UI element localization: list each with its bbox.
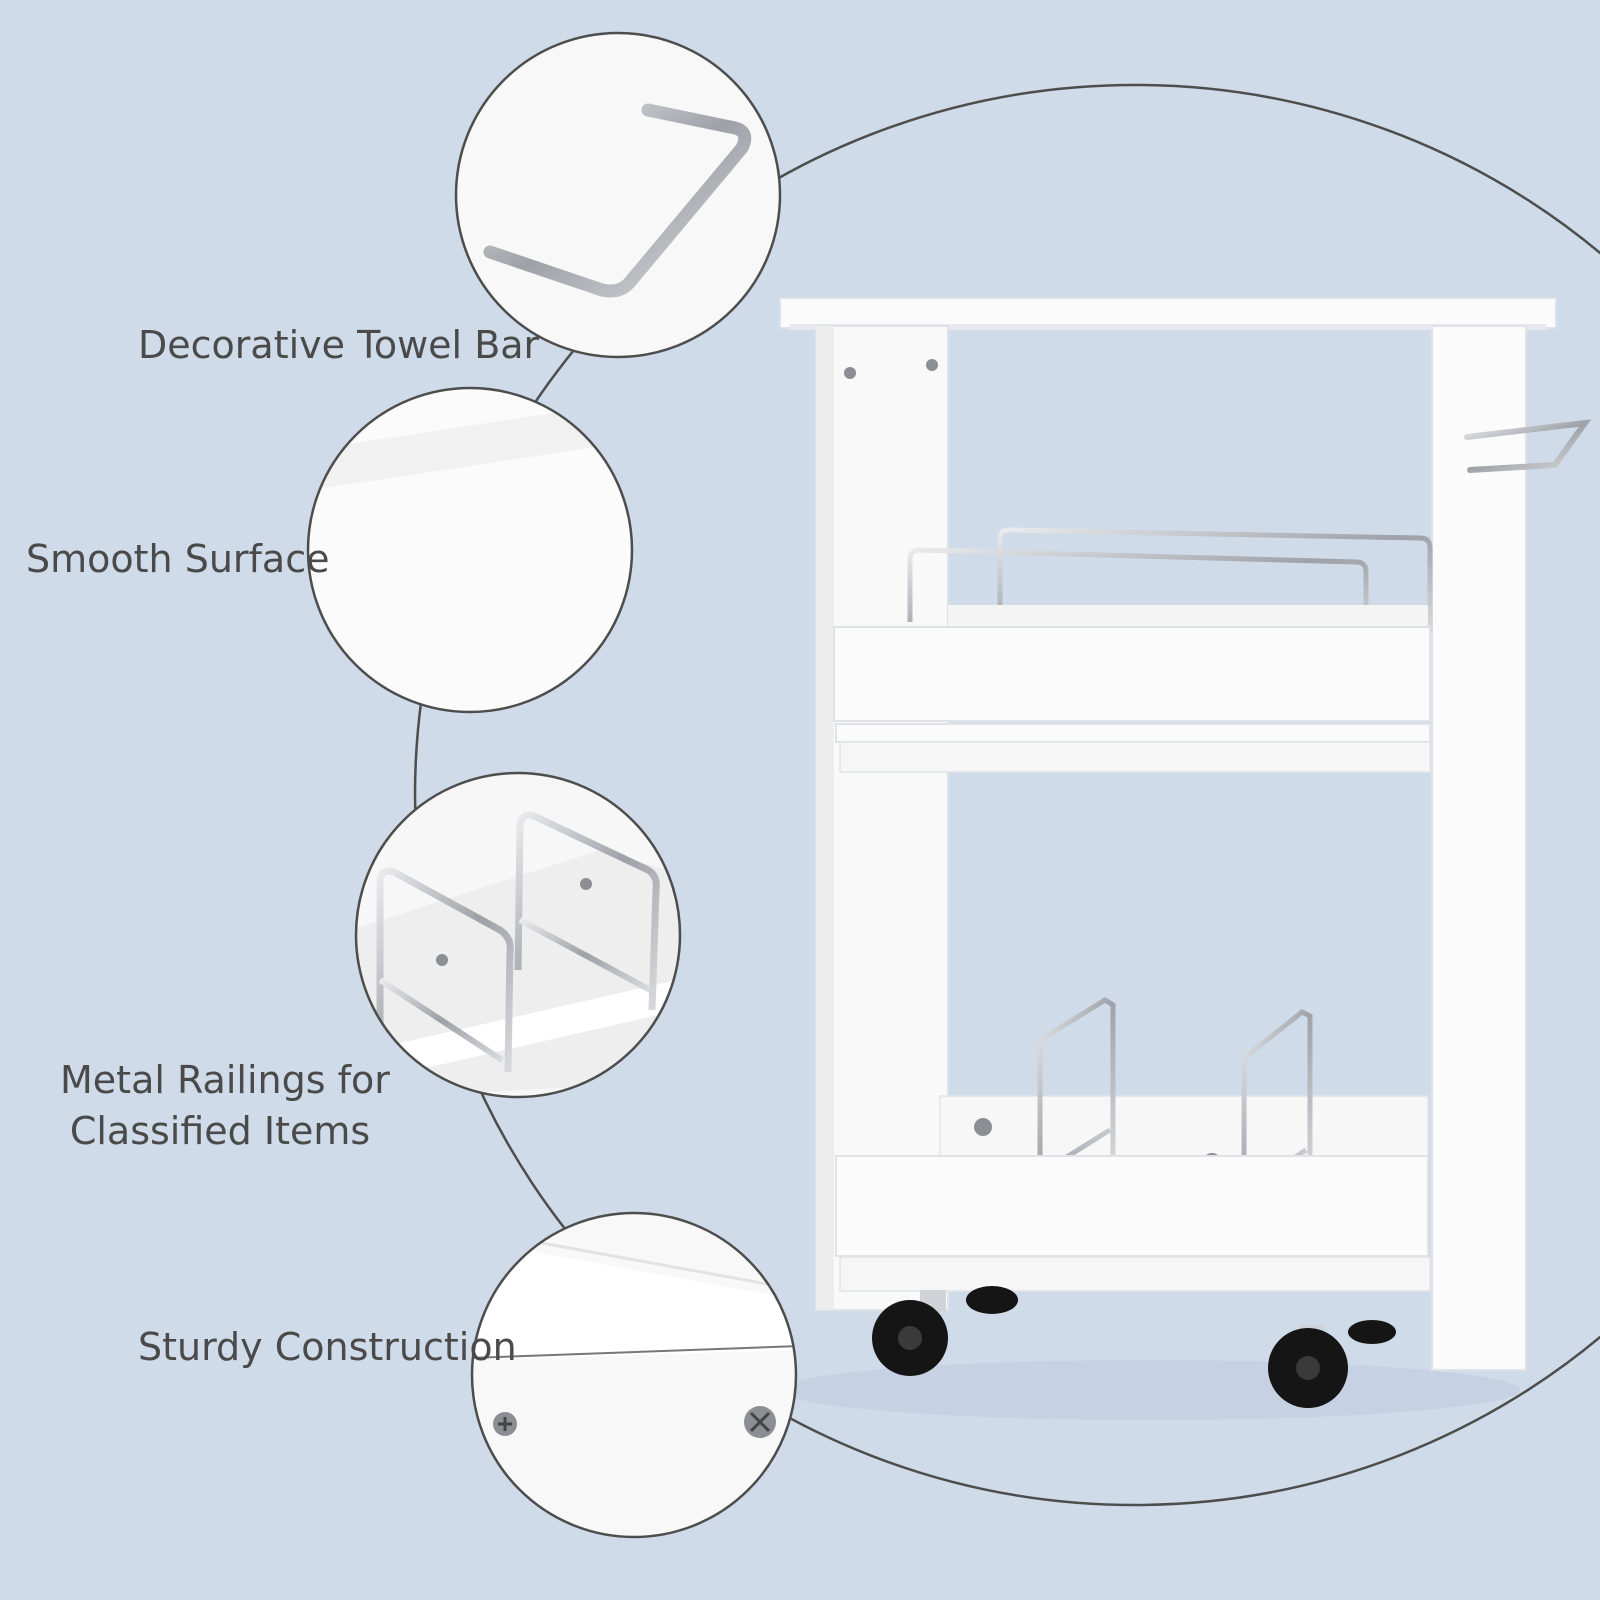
towel-bar-icon	[483, 103, 752, 298]
screw-icon	[493, 1406, 776, 1438]
callout-towel-bar	[454, 31, 782, 359]
feature-label-metal-railings-line2: Classified Items	[69, 1109, 371, 1153]
caster-wheel-icon	[966, 1286, 1018, 1314]
cart-top-board	[779, 297, 1557, 329]
upper-shelf-front	[833, 626, 1431, 722]
callout-metal-railings	[354, 771, 682, 1099]
caster-wheel-icon	[1268, 1325, 1348, 1408]
lower-shelf-front	[835, 1155, 1429, 1257]
screw-icon	[436, 878, 592, 966]
metal-railing	[376, 867, 514, 1073]
feature-label-towel-bar: Decorative Towel Bar	[138, 323, 540, 367]
metal-railing	[514, 811, 660, 1011]
feature-label-sturdy-construction: Sturdy Construction	[138, 1325, 517, 1369]
feature-label-smooth-surface: Smooth Surface	[26, 537, 330, 581]
feature-label-metal-railings-line1: Metal Railings for	[60, 1058, 390, 1102]
towel-bar-icon	[1464, 419, 1592, 473]
callout-sturdy-construction	[470, 1211, 798, 1539]
cart-left-panel	[815, 325, 949, 1311]
upper-shelf-railing	[907, 547, 1369, 642]
callout-smooth-surface	[306, 386, 634, 714]
cart-right-panel	[1431, 325, 1527, 1371]
background-ellipse	[413, 83, 1600, 1507]
screw-icon	[844, 359, 938, 379]
caster-wheel-icon	[872, 1290, 948, 1376]
cart-illustration	[779, 297, 1592, 1408]
upper-shelf-inner	[948, 605, 1428, 629]
caster-wheel-icon	[1348, 1320, 1396, 1344]
